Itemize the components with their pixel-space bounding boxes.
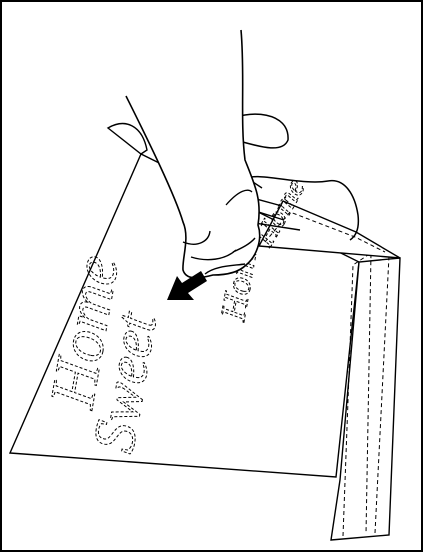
instruction-illustration: Home Sweet Home Home (0, 0, 423, 552)
illustration-frame: Home Sweet Home Home (0, 0, 423, 552)
